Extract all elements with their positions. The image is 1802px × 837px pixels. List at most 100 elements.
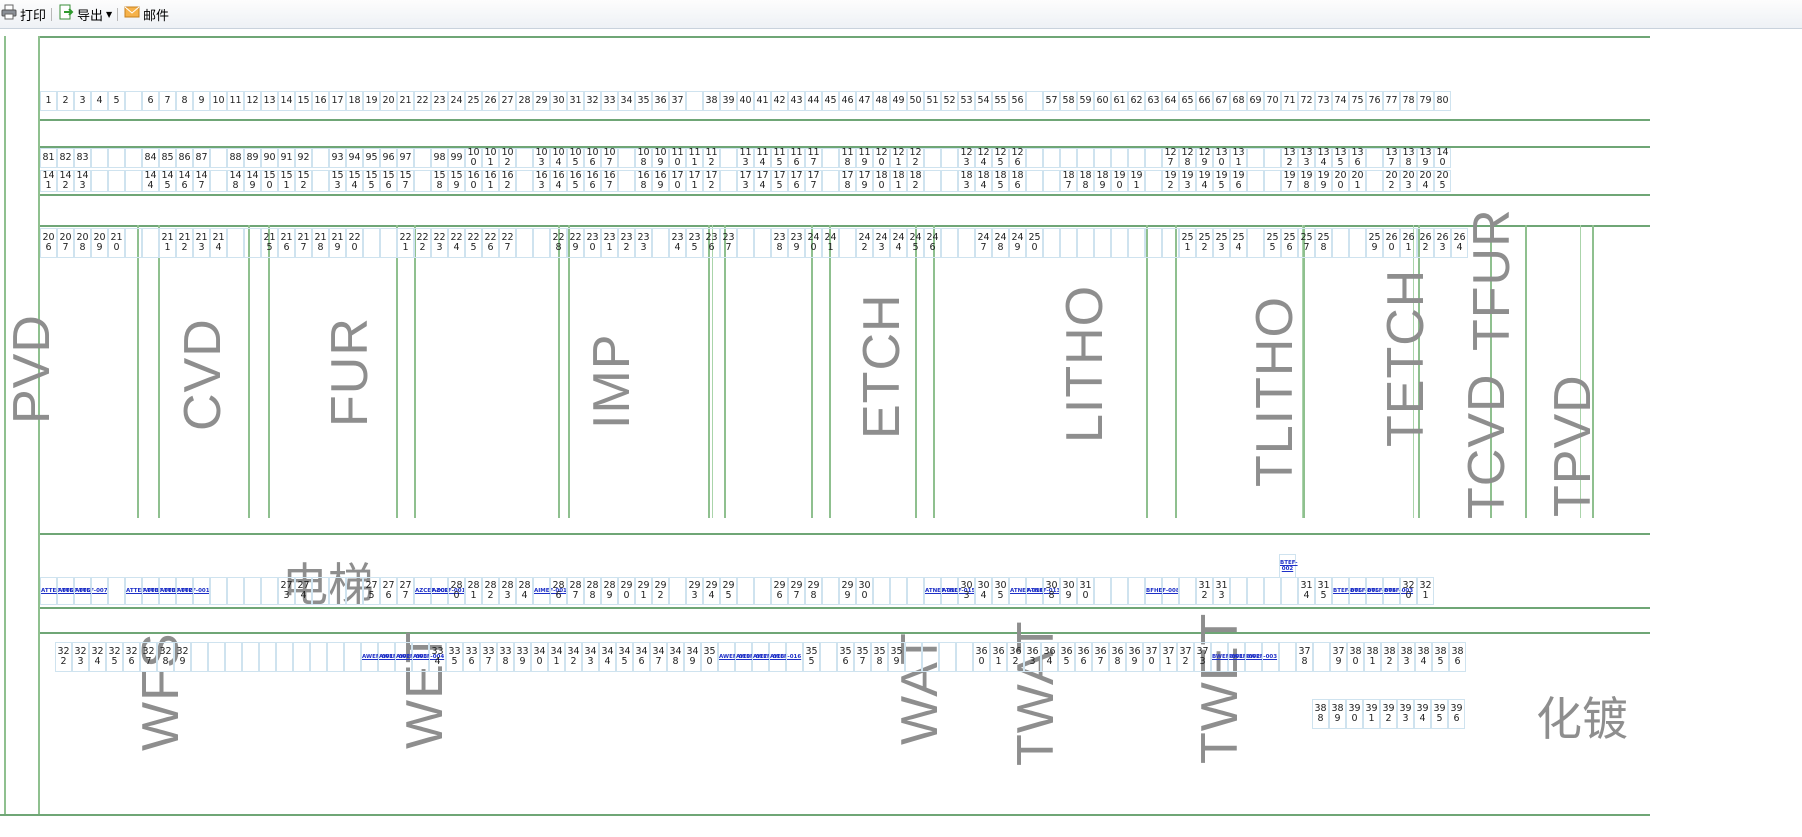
equipment-cell[interactable]: 19 2 xyxy=(1162,170,1179,192)
equipment-cell[interactable]: AWEF-001 xyxy=(361,642,393,672)
equipment-cell[interactable]: 38 5 xyxy=(1432,642,1449,672)
equipment-cell[interactable]: 35 6 xyxy=(837,642,854,672)
equipment-cell[interactable]: 28 2 xyxy=(482,577,499,605)
equipment-cell[interactable]: 29 2 xyxy=(652,577,669,605)
equipment-cell[interactable]: 75 xyxy=(1349,91,1366,111)
equipment-cell[interactable]: 30 0 xyxy=(856,577,873,605)
export-button[interactable]: 导出 ▼ xyxy=(58,4,112,24)
equipment-cell[interactable]: 32 0 xyxy=(1400,577,1417,605)
equipment-cell[interactable]: 18 1 xyxy=(890,170,907,192)
equipment-cell[interactable]: 23 4 xyxy=(669,228,686,258)
equipment-cell[interactable]: 25 2 xyxy=(1196,228,1213,258)
equipment-cell[interactable]: 12 3 xyxy=(958,148,975,168)
equipment-cell[interactable]: 13 3 xyxy=(1298,148,1315,168)
equipment-cell[interactable]: 22 5 xyxy=(465,228,482,258)
equipment-cell[interactable]: 30 9 xyxy=(1060,577,1077,605)
equipment-cell[interactable]: 11 5 xyxy=(771,148,788,168)
equipment-cell[interactable]: 32 8 xyxy=(157,642,174,672)
equipment-cell[interactable]: 78 xyxy=(1400,91,1417,111)
equipment-cell[interactable]: ATTEF-007 xyxy=(74,577,108,605)
equipment-cell[interactable]: 16 9 xyxy=(652,170,669,192)
equipment-cell[interactable]: 38 2 xyxy=(1381,642,1398,672)
equipment-cell[interactable]: 24 6 xyxy=(924,228,941,258)
equipment-cell[interactable]: 38 6 xyxy=(1449,642,1466,672)
equipment-cell[interactable]: 99 xyxy=(448,148,465,168)
equipment-cell[interactable]: 9 xyxy=(193,91,210,111)
equipment-cell[interactable]: 63 xyxy=(1145,91,1162,111)
equipment-cell[interactable]: 15 9 xyxy=(448,170,465,192)
equipment-cell[interactable]: 29 7 xyxy=(788,577,805,605)
equipment-cell[interactable]: 23 1 xyxy=(601,228,618,258)
equipment-cell[interactable]: 35 7 xyxy=(854,642,871,672)
equipment-cell[interactable]: 19 8 xyxy=(1298,170,1315,192)
equipment-cell[interactable]: 25 1 xyxy=(1179,228,1196,258)
equipment-cell[interactable]: 59 xyxy=(1077,91,1094,111)
equipment-cell[interactable]: 20 1 xyxy=(1349,170,1366,192)
equipment-cell[interactable]: 36 2 xyxy=(1007,642,1024,672)
equipment-cell[interactable]: 24 9 xyxy=(1009,228,1026,258)
equipment-cell[interactable]: 32 7 xyxy=(140,642,157,672)
equipment-cell[interactable]: 21 3 xyxy=(193,228,210,258)
equipment-cell[interactable]: 14 4 xyxy=(142,170,159,192)
equipment-cell[interactable]: 13 4 xyxy=(1315,148,1332,168)
equipment-cell[interactable]: 11 7 xyxy=(805,148,822,168)
equipment-cell[interactable]: 32 5 xyxy=(106,642,123,672)
equipment-cell[interactable]: 36 xyxy=(652,91,669,111)
equipment-cell[interactable]: 12 6 xyxy=(1009,148,1026,168)
equipment-cell[interactable]: 29 5 xyxy=(720,577,737,605)
equipment-cell[interactable]: 33 5 xyxy=(446,642,463,672)
equipment-cell[interactable]: 19 0 xyxy=(1111,170,1128,192)
equipment-cell[interactable]: 91 xyxy=(278,148,295,168)
equipment-cell[interactable]: 86 xyxy=(176,148,193,168)
equipment-cell[interactable]: 23 3 xyxy=(635,228,652,258)
equipment-cell[interactable]: 10 5 xyxy=(567,148,584,168)
equipment-cell[interactable]: 13 8 xyxy=(1400,148,1417,168)
equipment-cell[interactable]: 21 xyxy=(397,91,414,111)
equipment-cell[interactable]: 20 9 xyxy=(91,228,108,258)
equipment-cell[interactable]: 28 xyxy=(516,91,533,111)
equipment-cell[interactable]: 15 6 xyxy=(380,170,397,192)
equipment-cell[interactable]: 81 xyxy=(40,148,57,168)
equipment-cell[interactable]: 17 9 xyxy=(856,170,873,192)
equipment-cell[interactable]: 11 9 xyxy=(856,148,873,168)
equipment-cell[interactable]: 36 7 xyxy=(1092,642,1109,672)
equipment-cell[interactable]: ATNEF-014 xyxy=(1009,577,1043,605)
equipment-cell[interactable]: 12 1 xyxy=(890,148,907,168)
equipment-cell[interactable]: 65 xyxy=(1179,91,1196,111)
equipment-cell[interactable]: 10 6 xyxy=(584,148,601,168)
equipment-cell[interactable]: 90 xyxy=(261,148,278,168)
equipment-cell[interactable]: 25 7 xyxy=(1298,228,1315,258)
equipment-cell[interactable]: 77 xyxy=(1383,91,1400,111)
equipment-cell[interactable]: 36 4 xyxy=(1041,642,1058,672)
equipment-cell[interactable]: 32 xyxy=(584,91,601,111)
equipment-cell[interactable]: 39 3 xyxy=(1397,699,1414,729)
equipment-cell[interactable]: 39 1 xyxy=(1363,699,1380,729)
equipment-cell[interactable]: 23 7 xyxy=(720,228,737,258)
equipment-cell[interactable]: 58 xyxy=(1060,91,1077,111)
equipment-cell[interactable]: 31 0 xyxy=(1077,577,1094,605)
equipment-cell[interactable]: 15 3 xyxy=(329,170,346,192)
equipment-cell[interactable]: 97 xyxy=(397,148,414,168)
equipment-cell[interactable]: 48 xyxy=(873,91,890,111)
equipment-cell[interactable]: 13 1 xyxy=(1230,148,1247,168)
equipment-cell[interactable]: 28 1 xyxy=(465,577,482,605)
equipment-cell[interactable]: 43 xyxy=(788,91,805,111)
equipment-cell[interactable]: 34 6 xyxy=(633,642,650,672)
equipment-cell[interactable]: 10 1 xyxy=(482,148,499,168)
equipment-cell[interactable]: 34 3 xyxy=(582,642,599,672)
equipment-cell[interactable]: 10 3 xyxy=(533,148,550,168)
equipment-cell[interactable]: 11 6 xyxy=(788,148,805,168)
equipment-cell[interactable]: AWEF-003 xyxy=(395,642,427,672)
equipment-cell[interactable]: 29 8 xyxy=(805,577,822,605)
equipment-cell[interactable]: 37 1 xyxy=(1160,642,1177,672)
equipment-cell[interactable]: 16 3 xyxy=(533,170,550,192)
equipment-cell[interactable]: 24 3 xyxy=(873,228,890,258)
equipment-cell[interactable]: 18 4 xyxy=(975,170,992,192)
equipment-cell[interactable]: 18 7 xyxy=(1060,170,1077,192)
equipment-cell[interactable]: 36 1 xyxy=(990,642,1007,672)
equipment-cell[interactable]: 40 xyxy=(737,91,754,111)
equipment-cell[interactable]: 25 3 xyxy=(1213,228,1230,258)
equipment-cell[interactable]: 34 0 xyxy=(531,642,548,672)
equipment-cell[interactable]: 21 9 xyxy=(329,228,346,258)
equipment-cell[interactable]: 19 7 xyxy=(1281,170,1298,192)
